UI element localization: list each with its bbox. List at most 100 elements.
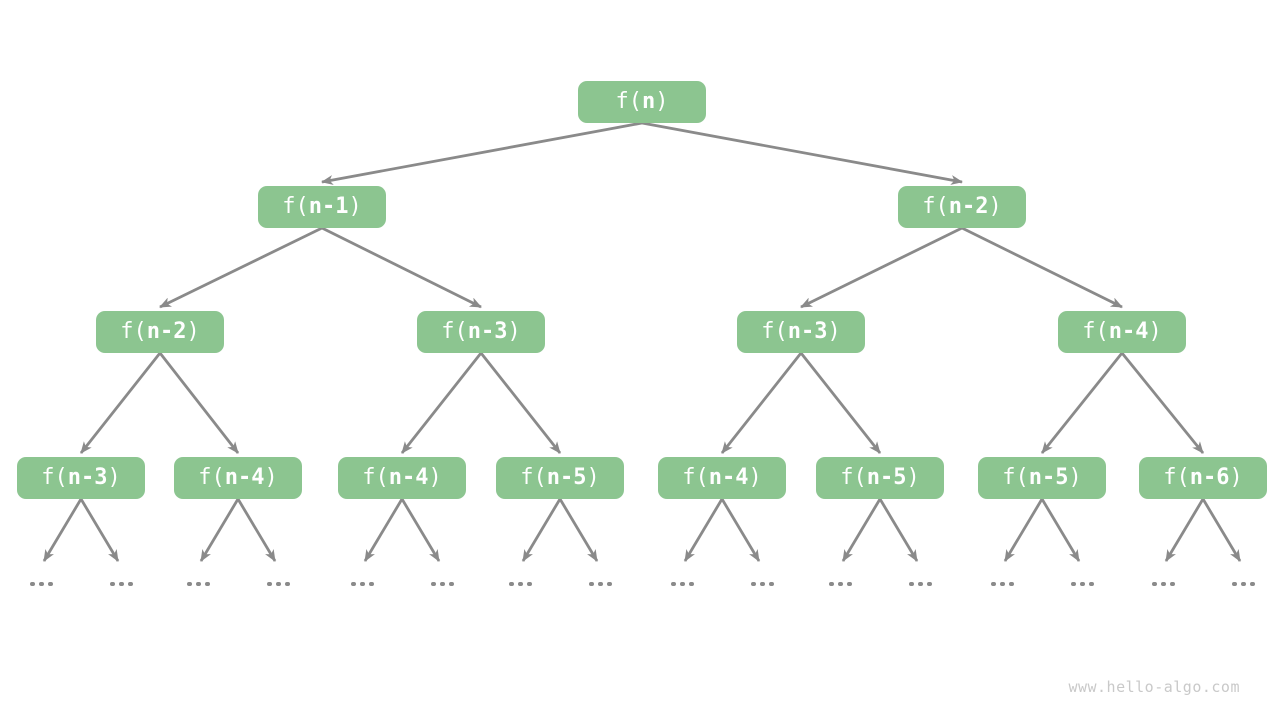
ellipsis-dot (284, 581, 290, 587)
edge-arrow (1040, 352, 1124, 454)
node-label-var: n-4 (1108, 319, 1149, 344)
edge-arrow (800, 226, 963, 309)
node-label-var: n-1 (308, 194, 349, 219)
node-label-post: ) (906, 465, 920, 490)
edge-arrow (479, 352, 562, 454)
ellipsis-node (909, 581, 932, 587)
edge-arrow (799, 352, 882, 454)
tree-node-level1-1: f(n) (578, 81, 706, 123)
ellipsis-node (267, 581, 290, 587)
edge-arrow (159, 226, 323, 309)
edge-arrow (158, 352, 240, 454)
edge-arrow (641, 121, 963, 185)
node-label-var: n-3 (467, 319, 508, 344)
node-label-var: n-5 (866, 465, 907, 490)
edge-arrow (521, 498, 562, 562)
ellipsis-dot (606, 581, 612, 587)
edge-arrow (42, 498, 83, 562)
ellipsis-dot (1088, 581, 1094, 587)
edge-arrow (683, 498, 724, 562)
node-label-var: n-2 (948, 194, 989, 219)
node-label-pre: f( (1082, 319, 1109, 344)
ellipsis-dot (187, 581, 192, 587)
ellipsis-dot (431, 581, 436, 587)
ellipsis-dot (688, 581, 694, 587)
edge-arrow (400, 498, 441, 562)
node-label-var: n-5 (1028, 465, 1069, 490)
node-label-pre: f( (615, 89, 643, 114)
ellipsis-node (187, 581, 210, 587)
edge-arrow (558, 498, 599, 562)
ellipsis-dot (1079, 581, 1085, 587)
ellipsis-dot (1160, 581, 1166, 587)
ellipsis-dot (1249, 581, 1255, 587)
node-label-post: ) (988, 194, 1002, 219)
node-label-pre: f( (198, 465, 225, 490)
node-label-pre: f( (1163, 465, 1190, 490)
tree-node-level3-3: f(n-3) (737, 311, 865, 353)
edge-arrow (236, 498, 277, 562)
edge-arrow (400, 352, 483, 454)
ellipsis-node (431, 581, 454, 587)
node-label-pre: f( (682, 465, 709, 490)
node-label-post: ) (827, 319, 841, 344)
node-label-post: ) (1148, 319, 1162, 344)
node-label-post: ) (748, 465, 762, 490)
ellipsis-dot (526, 581, 532, 587)
ellipsis-dot (509, 581, 514, 587)
node-label-var: n-3 (787, 319, 828, 344)
tree-node-level4-5: f(n-4) (658, 457, 786, 499)
node-label-pre: f( (41, 465, 68, 490)
node-label-var: n (642, 89, 656, 114)
edge-arrow (1003, 498, 1044, 562)
node-label-pre: f( (282, 194, 309, 219)
node-label-pre: f( (1002, 465, 1029, 490)
tree-node-level4-7: f(n-5) (978, 457, 1106, 499)
tree-node-level4-3: f(n-4) (338, 457, 466, 499)
node-label-post: ) (186, 319, 200, 344)
ellipsis-dot (204, 581, 210, 587)
ellipsis-dot (1240, 581, 1246, 587)
edge-arrow (199, 498, 240, 562)
node-label-pre: f( (120, 319, 147, 344)
tree-node-level4-8: f(n-6) (1139, 457, 1267, 499)
ellipsis-dot (110, 581, 115, 587)
node-label-pre: f( (840, 465, 867, 490)
tree-node-level2-1: f(n-1) (258, 186, 386, 228)
edge-arrow (1040, 498, 1081, 562)
ellipsis-dot (38, 581, 44, 587)
ellipsis-node (589, 581, 612, 587)
node-label-pre: f( (520, 465, 547, 490)
tree-node-level3-1: f(n-2) (96, 311, 224, 353)
node-label-post: ) (1068, 465, 1082, 490)
tree-node-level4-4: f(n-5) (496, 457, 624, 499)
ellipsis-dot (926, 581, 932, 587)
ellipsis-dot (368, 581, 374, 587)
node-label-pre: f( (362, 465, 389, 490)
ellipsis-dot (195, 581, 201, 587)
tree-node-level2-2: f(n-2) (898, 186, 1026, 228)
edge-arrow (961, 226, 1123, 309)
ellipsis-dot (991, 581, 996, 587)
edge-arrow (1120, 352, 1205, 454)
node-label-post: ) (428, 465, 442, 490)
ellipsis-dot (351, 581, 356, 587)
edge-arrow (321, 121, 643, 185)
ellipsis-dot (909, 581, 914, 587)
ellipsis-dot (359, 581, 365, 587)
node-label-pre: f( (441, 319, 468, 344)
ellipsis-dot (759, 581, 765, 587)
edge-arrow (841, 498, 882, 562)
edge-arrow (1164, 498, 1205, 562)
ellipsis-dot (127, 581, 133, 587)
ellipsis-node (30, 581, 53, 587)
edge-arrow (363, 498, 404, 562)
tree-node-level3-4: f(n-4) (1058, 311, 1186, 353)
ellipsis-node (509, 581, 532, 587)
node-label-post: ) (586, 465, 600, 490)
ellipsis-dot (1152, 581, 1157, 587)
node-label-post: ) (107, 465, 121, 490)
edge-arrow (79, 352, 162, 454)
